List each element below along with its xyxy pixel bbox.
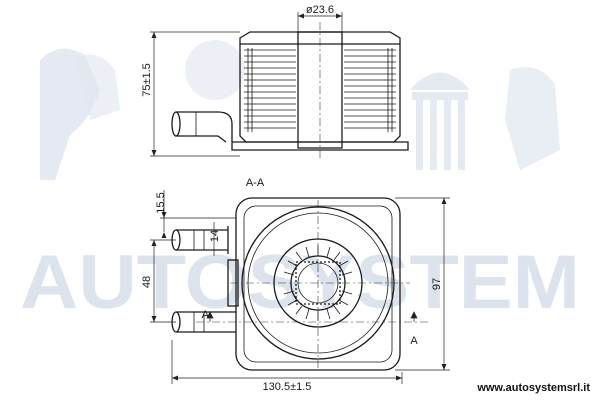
- diameter-label: ø23.6: [306, 4, 334, 16]
- height-label-top: 75±1.5: [141, 63, 153, 97]
- website-url: www.autosystemsrl.it: [477, 382, 590, 394]
- watermark: AUTOSYSTEM: [20, 40, 580, 325]
- watermark-text: AUTOSYSTEM: [20, 240, 580, 325]
- cooling-fins-right: [344, 48, 396, 132]
- offset-label: 15.5: [155, 192, 167, 213]
- top-view: ø23.6 75±1.5: [141, 4, 409, 160]
- front-view: 15.5 48 14 97 130.5±1.5: [141, 190, 450, 393]
- depth-label: 14: [209, 230, 221, 242]
- height-label-front: 97: [431, 278, 443, 290]
- section-mark-right: A: [410, 335, 418, 347]
- cooling-fins-left: [244, 48, 296, 132]
- port-spacing-label: 48: [141, 276, 153, 288]
- section-label: A-A: [246, 177, 265, 189]
- width-label: 130.5±1.5: [263, 381, 312, 393]
- section-mark-left: A: [202, 309, 210, 321]
